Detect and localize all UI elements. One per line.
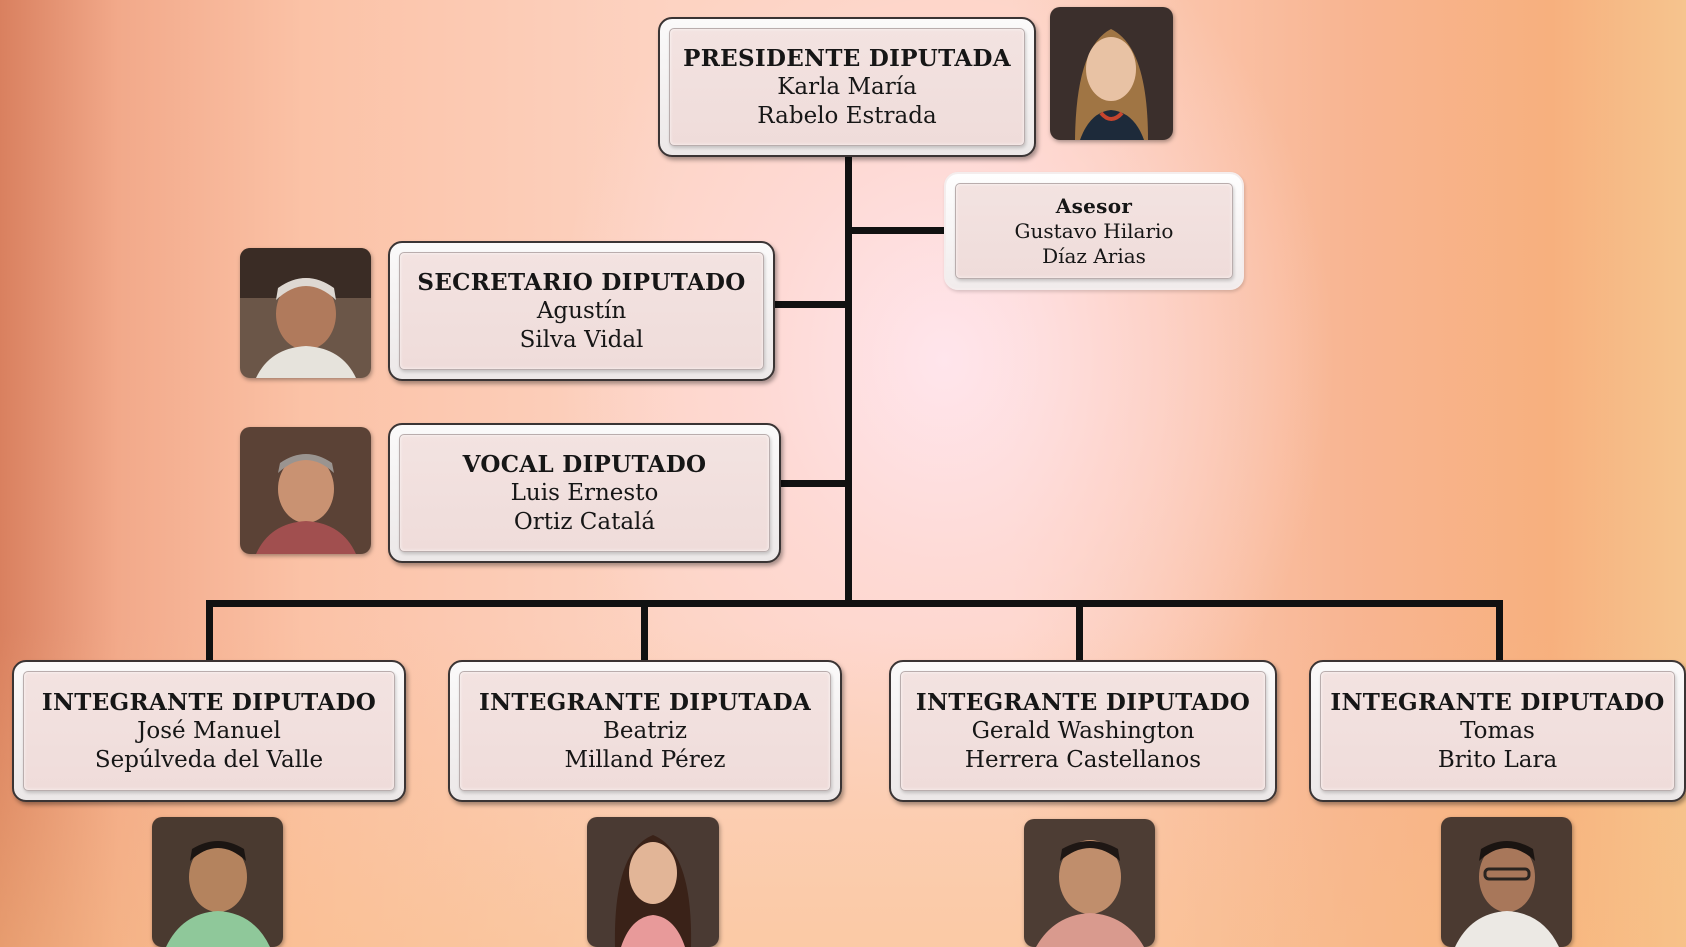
advisor-box: Asesor Gustavo Hilario Díaz Arias — [944, 172, 1244, 290]
member-photo-3 — [1024, 819, 1155, 947]
vocal-title: VOCAL DIPUTADO — [462, 450, 707, 478]
woman-portrait-icon — [587, 817, 719, 947]
secretary-box: SECRETARIO DIPUTADO Agustín Silva Vidal — [388, 241, 775, 381]
member-box-1: INTEGRANTE DIPUTADO José Manuel Sepúlved… — [12, 660, 406, 802]
member-photo-1 — [152, 817, 283, 947]
member-first-name: José Manuel — [137, 717, 281, 744]
connector-member-1 — [206, 600, 213, 660]
woman-portrait-icon — [1050, 7, 1173, 140]
vocal-last-name: Ortiz Catalá — [513, 508, 656, 535]
member-box-2: INTEGRANTE DIPUTADA Beatriz Milland Pére… — [448, 660, 842, 802]
advisor-first-name: Gustavo Hilario — [1014, 218, 1174, 243]
connector-members-bar — [206, 600, 1503, 607]
man-portrait-icon — [240, 427, 371, 554]
member-first-name: Tomas — [1460, 717, 1535, 744]
vocal-photo — [240, 427, 371, 554]
connector-trunk — [845, 155, 852, 603]
member-photo-2 — [587, 817, 719, 947]
member-first-name: Beatriz — [603, 717, 687, 744]
president-last-name: Rabelo Estrada — [757, 102, 937, 129]
connector-member-4 — [1496, 600, 1503, 660]
man-portrait-icon — [1024, 819, 1155, 947]
advisor-last-name: Díaz Arias — [1042, 243, 1146, 268]
member-last-name: Brito Lara — [1437, 746, 1558, 773]
member-title: INTEGRANTE DIPUTADA — [479, 688, 811, 716]
connector-member-3 — [1076, 600, 1083, 660]
connector-advisor — [852, 227, 944, 234]
advisor-title: Asesor — [1055, 193, 1133, 218]
member-last-name: Milland Pérez — [564, 746, 726, 773]
member-last-name: Sepúlveda del Valle — [94, 746, 324, 773]
secretary-last-name: Silva Vidal — [519, 326, 644, 353]
member-box-4: INTEGRANTE DIPUTADO Tomas Brito Lara — [1309, 660, 1686, 802]
member-title: INTEGRANTE DIPUTADO — [1330, 688, 1665, 716]
president-title: PRESIDENTE DIPUTADA — [683, 44, 1011, 72]
man-portrait-icon — [1441, 817, 1572, 947]
man-portrait-icon — [152, 817, 283, 947]
connector-vocal — [780, 480, 845, 487]
connector-secretary — [775, 301, 845, 308]
president-photo — [1050, 7, 1173, 140]
member-last-name: Herrera Castellanos — [964, 746, 1202, 773]
member-photo-4 — [1441, 817, 1572, 947]
president-box: PRESIDENTE DIPUTADA Karla María Rabelo E… — [658, 17, 1036, 157]
man-portrait-icon — [240, 248, 371, 378]
vocal-box: VOCAL DIPUTADO Luis Ernesto Ortiz Catalá — [388, 423, 781, 563]
secretary-photo — [240, 248, 371, 378]
president-first-name: Karla María — [777, 73, 917, 100]
member-box-3: INTEGRANTE DIPUTADO Gerald Washington He… — [889, 660, 1277, 802]
secretary-first-name: Agustín — [536, 297, 627, 324]
vocal-first-name: Luis Ernesto — [510, 479, 659, 506]
member-title: INTEGRANTE DIPUTADO — [41, 688, 377, 716]
connector-member-2 — [641, 600, 648, 660]
secretary-title: SECRETARIO DIPUTADO — [417, 268, 746, 296]
member-first-name: Gerald Washington — [971, 717, 1195, 744]
member-title: INTEGRANTE DIPUTADO — [915, 688, 1251, 716]
